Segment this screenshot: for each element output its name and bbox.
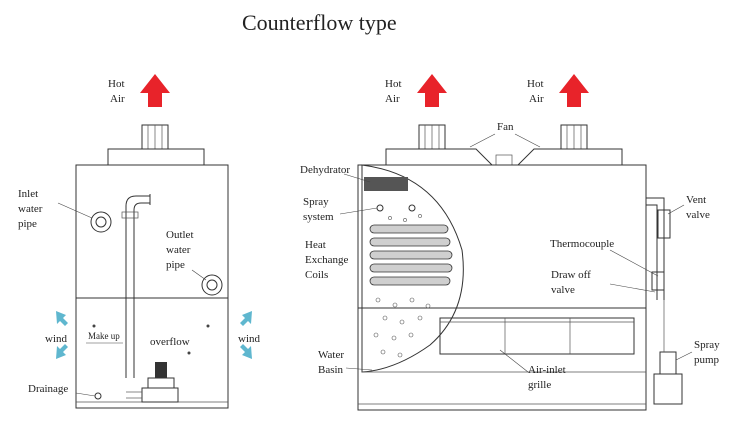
make-up-label: Make up (88, 331, 120, 341)
spray-pump-label-1: Spray (694, 339, 720, 351)
vent-valve-label-1: Vent (686, 194, 706, 206)
water-basin-label-1: Water (318, 349, 344, 361)
hot-air-label-r1-2: Air (385, 93, 400, 105)
fan-deck-left (107, 148, 205, 166)
vent-valve-label-2: valve (686, 209, 710, 221)
wind-arrow-left-top (56, 311, 68, 326)
hot-air-arrow-right-2 (559, 74, 589, 107)
wind-label-right: wind (238, 333, 261, 345)
dehydrator-label: Dehydrator (300, 164, 350, 176)
drainage-label: Drainage (28, 383, 68, 395)
wind-arrow-right-bottom (240, 344, 252, 359)
outlet-flange (201, 274, 223, 296)
heat-label-1: Heat (305, 239, 326, 251)
right-unit: Hot Air Hot Air Fan (300, 74, 720, 411)
outlet-label-1: Outlet (166, 229, 194, 241)
spray-nozzle-1 (376, 204, 384, 212)
drain-valve (94, 392, 102, 400)
thermocouple-label: Thermocouple (550, 238, 614, 250)
right-cabinet (357, 164, 647, 411)
heat-label-3: Coils (305, 269, 328, 281)
right-side-piping (646, 197, 683, 405)
overflow-label: overflow (150, 336, 190, 348)
water-basin-label-2: Basin (318, 364, 344, 376)
dehydrator-band (364, 177, 408, 191)
hot-air-arrow-left (140, 74, 170, 107)
left-pump (126, 362, 179, 403)
draw-off-label-1: Draw off (551, 269, 591, 281)
diagram-title: Counterflow type (242, 10, 397, 35)
spray-label-1: Spray (303, 196, 329, 208)
heat-label-2: Exchange (305, 254, 348, 266)
water-droplets (373, 214, 431, 358)
spray-pump-label-2: pump (694, 354, 720, 366)
cutaway-view (361, 164, 464, 373)
draw-off-label-2: valve (551, 284, 575, 296)
air-inlet-label-2: grille (528, 379, 551, 391)
fan-deck-right (385, 148, 623, 166)
hot-air-label-left-1: Hot (108, 78, 125, 90)
air-inlet-grille (439, 317, 635, 355)
inlet-label-2: water (18, 203, 43, 215)
hot-air-label-r2-1: Hot (527, 78, 544, 90)
riser-pipe (125, 195, 150, 378)
outlet-label-3: pipe (166, 259, 185, 271)
fan-label: Fan (497, 121, 514, 133)
inlet-flange (90, 211, 112, 233)
hot-air-label-r1-1: Hot (385, 78, 402, 90)
inlet-label-1: Inlet (18, 188, 38, 200)
wind-arrow-right-top (240, 311, 252, 326)
left-cabinet (75, 164, 229, 409)
wind-label-left: wind (45, 333, 68, 345)
outlet-label-2: water (166, 244, 191, 256)
hot-air-label-r2-2: Air (529, 93, 544, 105)
left-unit: Hot Air Inlet water pipe Outlet water pi… (18, 74, 261, 409)
air-inlet-label-1: Air-inlet (528, 364, 566, 376)
wind-arrow-left-bottom (56, 344, 68, 359)
hot-air-arrow-right-1 (417, 74, 447, 107)
spray-label-2: system (303, 211, 334, 223)
inlet-label-3: pipe (18, 218, 37, 230)
spray-nozzle-2 (408, 204, 416, 212)
heat-exchange-coils (369, 224, 453, 286)
hot-air-label-left-2: Air (110, 93, 125, 105)
